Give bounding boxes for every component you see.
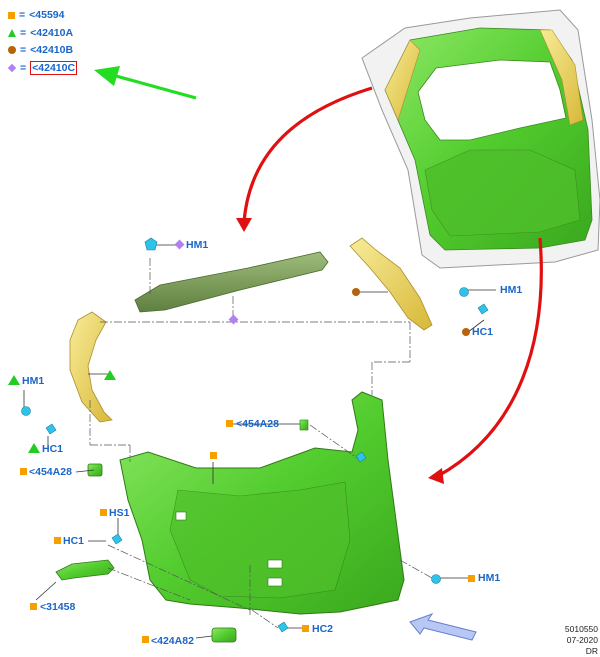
right-side-trim: [349, 237, 433, 331]
callout-hm1-top: HM1: [186, 239, 209, 251]
drawing-number: 5010550: [564, 624, 598, 634]
callout-hc2: HC2: [312, 623, 334, 635]
legend-equals: =: [19, 9, 26, 21]
green-triangle-icon: [8, 29, 16, 37]
legend-code: <42410B: [30, 44, 74, 56]
legend-equals: =: [20, 62, 27, 74]
callout-hc1-right: HC1: [472, 326, 494, 338]
legend-code-highlighted: <42410C: [30, 61, 78, 75]
legend-code: <45594: [29, 9, 65, 21]
callout-hc1-left: HC1: [42, 443, 64, 455]
callout-hm1-lower-right: HM1: [478, 572, 501, 584]
clips: [21, 237, 489, 633]
tailgate-assembly: [361, 9, 600, 269]
callout-454a28-left: <454A28: [29, 466, 72, 478]
callout-424a82: <424A82: [151, 635, 194, 647]
view-direction-arrow: [409, 613, 477, 641]
legend-equals: =: [20, 27, 27, 39]
legend-row-42410a: = <42410A: [8, 26, 73, 40]
upper-garnish-panel: [134, 251, 329, 313]
brown-circle-icon: [8, 46, 16, 54]
leader-lines: [23, 244, 496, 639]
callout-454a28-mid: <454A28: [236, 418, 279, 430]
red-arrowhead-lower: [428, 468, 444, 484]
red-arrows: [242, 86, 543, 478]
small-green-parts: [55, 419, 309, 643]
callout-hm1-right: HM1: [500, 284, 523, 296]
drawing-code: DR: [585, 646, 598, 656]
callout-hc1-lower: HC1: [63, 535, 85, 547]
drawing-date: 07-2020: [566, 635, 598, 645]
left-side-trim: [69, 311, 113, 423]
assembly-lines: [89, 258, 433, 629]
lower-trim-panel: [119, 391, 405, 615]
legend-row-42410b: = <42410B: [8, 43, 73, 57]
red-arrowhead-upper: [236, 218, 252, 232]
purple-diamond-icon: [7, 63, 17, 73]
green-arrow: [94, 66, 197, 100]
orange-square-icon: [8, 11, 15, 19]
callout-hm1-left: HM1: [22, 375, 45, 387]
callout-hs1: HS1: [109, 507, 130, 519]
legend-row-45594: = <45594: [8, 8, 64, 22]
legend-equals: =: [20, 44, 27, 56]
callout-31458: <31458: [40, 601, 76, 613]
symbol-markers: [8, 239, 475, 643]
legend-code: <42410A: [30, 27, 74, 39]
legend-row-42410c: = <42410C: [7, 61, 78, 75]
